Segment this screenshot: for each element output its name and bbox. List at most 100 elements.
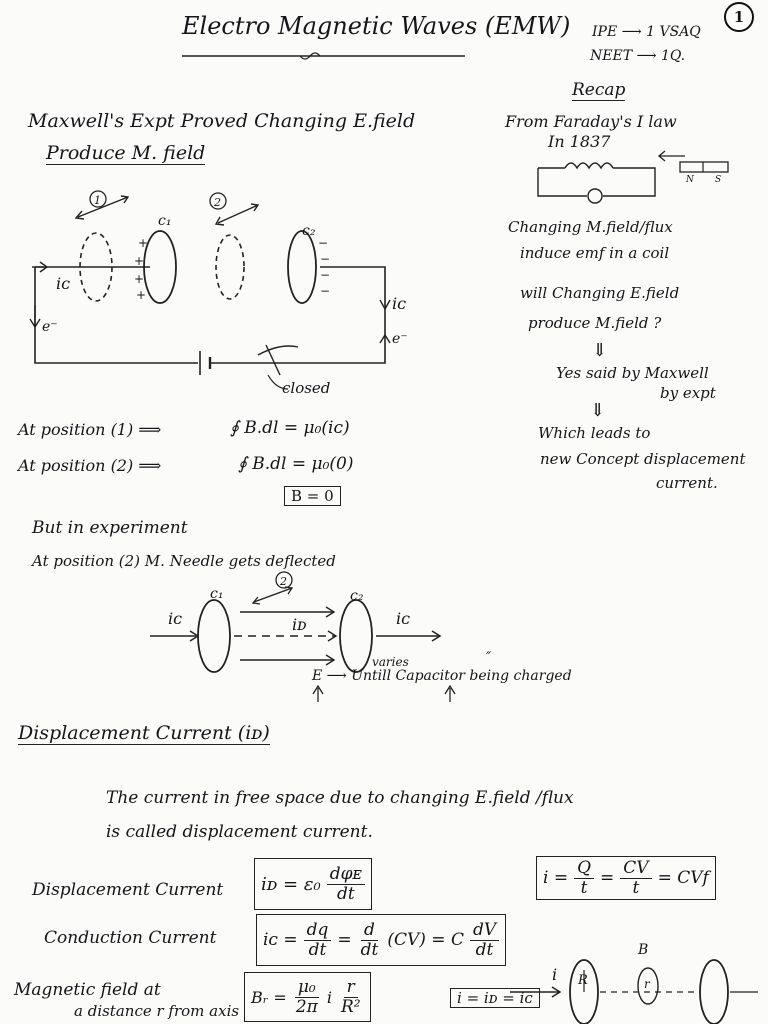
plus-sign: + bbox=[138, 236, 148, 250]
dc-lhs: iᴅ = ε₀ bbox=[261, 873, 321, 895]
minus-sign: − bbox=[320, 284, 330, 298]
c1-label: c₁ bbox=[158, 213, 171, 229]
magnetic-field-label: Magnetic field at bbox=[14, 980, 161, 1000]
recap-line: current. bbox=[656, 474, 718, 492]
position-1-label: 1 bbox=[94, 194, 101, 207]
i-end: = CVf bbox=[657, 868, 709, 888]
down-arrow: ⇓ bbox=[590, 400, 606, 421]
page-number: 1 bbox=[733, 8, 745, 26]
dv-dt: dV dt bbox=[469, 921, 500, 960]
i-eq: i = bbox=[543, 868, 569, 888]
ipe-note: IPE ⟶ 1 VSAQ bbox=[592, 24, 701, 40]
recap-line: new Concept displacement bbox=[540, 450, 746, 468]
displacement-current-diagram: 2 c₁ c₂ iᴄ iᴅ iᴄ varies ″ bbox=[150, 571, 492, 702]
minus-sign: − bbox=[320, 268, 330, 282]
c1-label: c₁ bbox=[210, 586, 223, 602]
position-2-equation: ∮ B.dl = μ₀(0) bbox=[238, 454, 354, 474]
dc-num: dφᴇ bbox=[326, 865, 365, 885]
e-right-label: e⁻ bbox=[392, 331, 408, 347]
recap-heading: Recap bbox=[572, 80, 626, 101]
cv-over-t: CV t bbox=[620, 859, 652, 897]
dc-den: dt bbox=[336, 883, 355, 904]
minus-sign: − bbox=[318, 236, 328, 250]
cc-mid: (CV) = C bbox=[387, 930, 464, 950]
cc-num: dq bbox=[303, 921, 332, 941]
mf-num: r bbox=[343, 978, 358, 998]
produce-m-field: Produce M. field bbox=[46, 142, 206, 165]
displacement-current-label: Displacement Current bbox=[32, 880, 224, 900]
mf-mid: i bbox=[326, 987, 332, 1007]
d-dt: d dt bbox=[358, 921, 382, 959]
cc-num: dV bbox=[469, 921, 500, 941]
recap-line: will Changing E.field bbox=[520, 284, 680, 302]
i-den: t bbox=[580, 877, 588, 898]
recap-line: produce M.field ? bbox=[528, 314, 662, 332]
needle-deflected: At position (2) M. Needle gets deflected bbox=[32, 552, 336, 570]
mf-lhs: Bᵣ = bbox=[251, 987, 287, 1007]
i-num: CV bbox=[620, 859, 652, 879]
i-num: Q bbox=[574, 859, 595, 879]
recap-line: Yes said by Maxwell bbox=[556, 364, 709, 382]
title-underline bbox=[182, 52, 465, 60]
r-over-r2: r R² bbox=[338, 978, 364, 1016]
but-in-experiment: But in experiment bbox=[32, 518, 188, 538]
cc-den: dt bbox=[308, 939, 327, 960]
position-2-text: At position (2) ⟹ bbox=[18, 456, 162, 475]
ic-left-label: iᴄ bbox=[56, 274, 70, 293]
cc-den: dt bbox=[475, 939, 494, 960]
position-1-text: At position (1) ⟹ bbox=[18, 420, 162, 439]
fig-r2-label: r bbox=[644, 977, 651, 991]
definition-line: The current in free space due to changin… bbox=[106, 788, 574, 808]
ic-left-label: iᴄ bbox=[168, 609, 182, 628]
mf-den: R² bbox=[340, 996, 361, 1017]
position-2-label: 2 bbox=[279, 575, 287, 588]
minus-sign: − bbox=[320, 252, 330, 266]
down-arrow: ⇓ bbox=[592, 340, 608, 361]
e-left-label: e⁻ bbox=[42, 319, 58, 335]
capacitor-circuit-diagram: 1 2 c₁ c₂ iᴄ e⁻ iᴄ e⁻ + + + + − − − − cl… bbox=[29, 190, 408, 397]
definition-line: is called displacement current. bbox=[106, 822, 373, 842]
recap-line: induce emf in a coil bbox=[520, 244, 670, 262]
mf-den: 2π bbox=[295, 996, 318, 1017]
dq-dt: dq dt bbox=[303, 921, 332, 960]
ditto-mark: ″ bbox=[486, 650, 492, 666]
displacement-current-equation: iᴅ = ε₀ dφᴇ dt bbox=[254, 858, 372, 910]
q-over-t: Q t bbox=[574, 859, 595, 898]
eq-sign: = bbox=[600, 868, 615, 888]
magnetic-field-label: a distance r from axis bbox=[74, 1002, 240, 1020]
magnet-n: N bbox=[685, 175, 695, 185]
cc-den: dt bbox=[360, 939, 379, 960]
recap-line: In 1837 bbox=[548, 132, 611, 151]
recap-line: Which leads to bbox=[538, 424, 651, 442]
fig-i-label: i bbox=[552, 965, 557, 984]
ic-right-label: iᴄ bbox=[392, 294, 406, 313]
b-zero-box: B = 0 bbox=[284, 486, 341, 506]
equal-currents-box: i = iᴅ = iᴄ bbox=[450, 988, 540, 1008]
current-cvf-equation: i = Q t = CV t = CVf bbox=[536, 856, 716, 900]
field-between-plates-diagram: i R B r bbox=[510, 942, 758, 1024]
recap-line: by expt bbox=[660, 384, 716, 402]
plus-sign: + bbox=[134, 272, 144, 286]
recap-line: Changing M.field/flux bbox=[508, 218, 673, 236]
mu-over-2pi: μ₀ 2π bbox=[293, 978, 321, 1016]
varies-label: varies bbox=[372, 655, 409, 669]
displacement-heading: Displacement Current (iᴅ) bbox=[18, 722, 270, 745]
cc-lhs: iᴄ = bbox=[263, 930, 298, 950]
ic-right-label: iᴄ bbox=[396, 609, 410, 628]
page-number-badge: 1 bbox=[724, 2, 754, 32]
dc-fraction: dφᴇ dt bbox=[326, 865, 365, 904]
fig-b-label: B bbox=[637, 942, 648, 958]
recap-line: From Faraday's I law bbox=[505, 112, 677, 131]
c2-label: c₂ bbox=[350, 588, 364, 604]
position-1-equation: ∮ B.dl = μ₀(iᴄ) bbox=[230, 418, 350, 438]
mf-num: μ₀ bbox=[294, 978, 319, 998]
magnet-s: S bbox=[715, 175, 721, 185]
magnetic-field-equation: Bᵣ = μ₀ 2π i r R² bbox=[244, 972, 371, 1022]
neet-note: NEET ⟶ 1Q. bbox=[590, 48, 686, 64]
c2-label: c₂ bbox=[302, 223, 316, 239]
eq-sign: = bbox=[337, 930, 352, 950]
closed-label: closed bbox=[282, 379, 330, 397]
e-charging-note: E ⟶ Untill Capacitor being charged bbox=[312, 668, 572, 684]
faraday-coil-diagram: N S bbox=[537, 150, 729, 204]
page-title: Electro Magnetic Waves (EMW) bbox=[182, 12, 571, 40]
